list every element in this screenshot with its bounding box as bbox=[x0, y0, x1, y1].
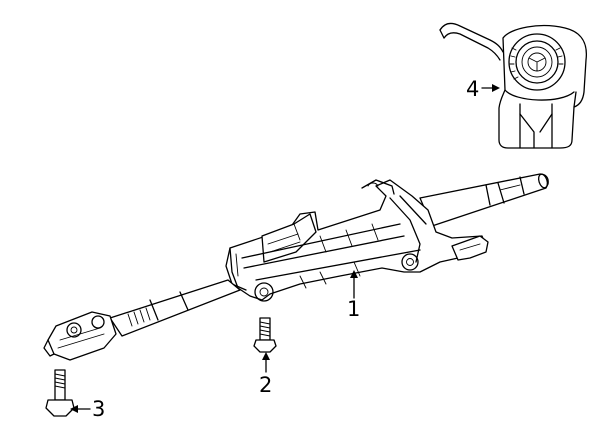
callout-2-label: 2 bbox=[259, 373, 272, 397]
shaft-bolt-part bbox=[45, 369, 75, 417]
callout-1-label: 1 bbox=[347, 297, 360, 321]
callout-3-label: 3 bbox=[92, 397, 105, 421]
steering-column-part bbox=[43, 173, 549, 361]
callout-4-label: 4 bbox=[466, 77, 479, 101]
callout-3: 3 bbox=[70, 397, 105, 421]
clockspring-part bbox=[439, 22, 588, 149]
callout-4: 4 bbox=[466, 77, 500, 101]
column-bolt-part bbox=[253, 317, 277, 353]
callout-2: 2 bbox=[259, 352, 272, 397]
callout-1: 1 bbox=[347, 270, 360, 321]
